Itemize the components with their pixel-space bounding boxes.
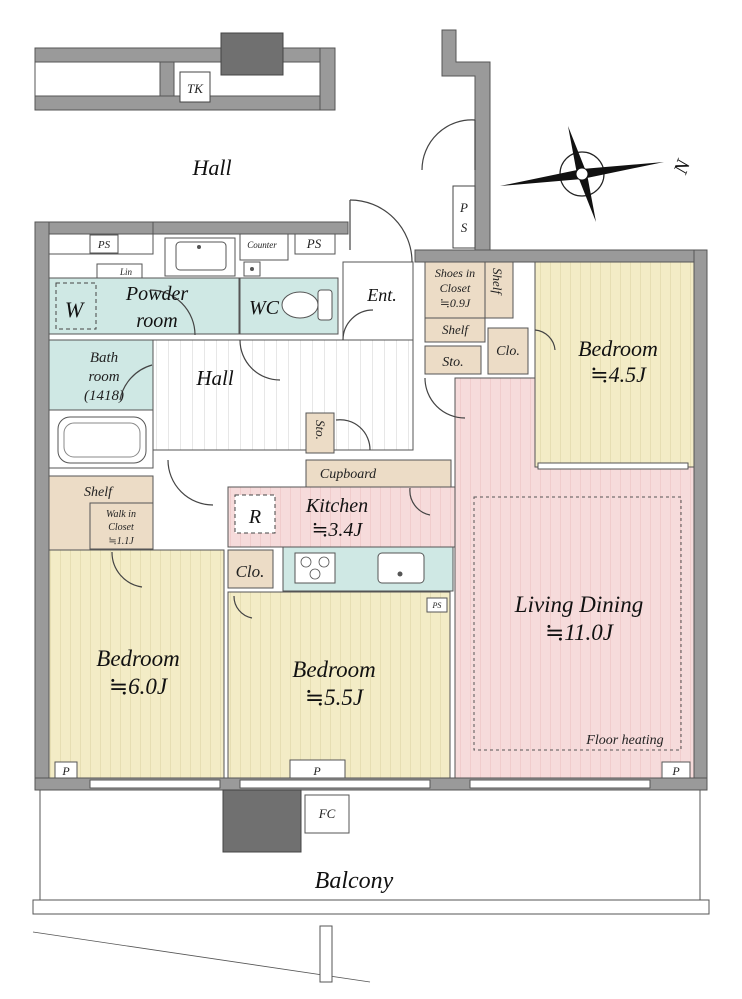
p-label-1: P bbox=[61, 764, 70, 778]
entrance-label: Ent. bbox=[366, 285, 397, 305]
toilet-icon bbox=[281, 291, 319, 319]
shelf-vertical-label: Shelf bbox=[490, 268, 505, 296]
bedroom-northeast bbox=[534, 261, 695, 468]
shelf-small-label: Shelf bbox=[442, 322, 470, 337]
living-dining-name: Living Dining bbox=[514, 592, 643, 617]
living-dining bbox=[454, 377, 695, 779]
storage-b-label: Sto. bbox=[313, 420, 328, 440]
walk-in-closet bbox=[89, 502, 154, 550]
shelf-vertical bbox=[484, 261, 514, 319]
windows bbox=[89, 462, 689, 789]
bedroom-west bbox=[48, 549, 225, 779]
refrigerator-space bbox=[234, 494, 276, 534]
common-hall-label: Hall bbox=[191, 155, 231, 180]
p-box-1 bbox=[54, 761, 78, 779]
kitchen-label: Kitchen bbox=[305, 495, 368, 517]
balcony-column bbox=[222, 789, 302, 853]
bathtub-icon bbox=[57, 416, 147, 464]
closet-center bbox=[227, 549, 274, 589]
counter-box bbox=[239, 233, 289, 261]
shaft-block bbox=[220, 32, 284, 76]
lin-label: Lin bbox=[119, 267, 133, 277]
closet-center-label: Clo. bbox=[236, 562, 265, 581]
ps-b-label: PS bbox=[306, 236, 322, 251]
p-label-2: P bbox=[312, 764, 321, 778]
stove-icon bbox=[294, 552, 336, 584]
walk-in-closet-label-2: Closet bbox=[108, 522, 134, 533]
p-box-2 bbox=[289, 759, 346, 779]
shelf-west-label: Shelf bbox=[84, 485, 114, 500]
shoes-closet-label-1: Shoes in bbox=[435, 266, 475, 280]
bathroom-label-1: Bath bbox=[90, 350, 118, 366]
tk-label: TK bbox=[187, 81, 204, 96]
bathroom-label-2: room bbox=[88, 369, 119, 385]
closet-ne-label: Clo. bbox=[496, 344, 520, 359]
bedroom-ne-name: Bedroom bbox=[578, 336, 658, 361]
storage-b bbox=[305, 412, 335, 454]
counter-label: Counter bbox=[247, 240, 277, 250]
bedroom-west-size: ≒6.0J bbox=[109, 674, 169, 699]
kitchen-size: ≒3.4J bbox=[312, 519, 364, 541]
living-dining-size: ≒11.0J bbox=[545, 620, 615, 645]
powder-room bbox=[48, 277, 240, 335]
sink-icon bbox=[377, 552, 425, 584]
p-label-3: P bbox=[671, 764, 680, 778]
washbasin-icon bbox=[175, 241, 227, 271]
ps-box-a bbox=[89, 234, 119, 254]
bedroom-ne-size: ≒4.5J bbox=[590, 362, 647, 387]
balcony bbox=[32, 789, 710, 983]
svg-text:S: S bbox=[461, 220, 468, 235]
closet-bedroom-ne bbox=[487, 327, 529, 375]
storage-a bbox=[424, 345, 482, 375]
shoes-closet-size: ≒0.9J bbox=[440, 296, 471, 310]
entrance bbox=[342, 261, 414, 341]
door-swings bbox=[111, 199, 556, 619]
bedroom-center bbox=[227, 591, 451, 779]
powder-room-label-2: room bbox=[136, 310, 177, 332]
washer-space bbox=[55, 282, 97, 330]
floor-heating-label: Floor heating bbox=[585, 733, 663, 748]
balcony-label: Balcony bbox=[315, 868, 394, 894]
walk-in-closet-label-1: Walk in bbox=[106, 509, 136, 520]
inner-hall bbox=[152, 339, 414, 451]
linen-box bbox=[96, 263, 143, 279]
shoes-closet-label-2: Closet bbox=[440, 281, 471, 295]
shelf-small bbox=[424, 317, 486, 343]
bedroom-center-size: ≒5.5J bbox=[305, 685, 365, 710]
bedroom-center-name: Bedroom bbox=[292, 657, 375, 682]
ps-box-b bbox=[294, 233, 336, 255]
ps-shaft-top bbox=[452, 185, 476, 249]
storage-a-label: Sto. bbox=[442, 355, 463, 370]
powder-room-label-1: Powder bbox=[125, 283, 188, 305]
cupboard bbox=[305, 459, 452, 488]
cupboard-label: Cupboard bbox=[320, 467, 377, 482]
washer-label: W bbox=[65, 297, 85, 322]
ps-a-label: PS bbox=[97, 239, 111, 251]
floor-heating-area bbox=[473, 496, 682, 751]
p-box-3 bbox=[661, 761, 691, 779]
wc-label: WC bbox=[249, 297, 280, 319]
bathroom bbox=[48, 339, 154, 411]
svg-text:P: P bbox=[459, 200, 468, 215]
fc-box bbox=[304, 794, 350, 834]
common-hall-area: TK Hall P S bbox=[34, 29, 491, 251]
inner-hall-label: Hall bbox=[195, 366, 234, 390]
bedroom-west-name: Bedroom bbox=[96, 646, 179, 671]
ps-box-small bbox=[426, 597, 448, 613]
fc-label: FC bbox=[318, 806, 336, 821]
ps-small-label: PS bbox=[432, 601, 442, 610]
bathroom-label-3: (1418) bbox=[84, 388, 124, 404]
north-label: N bbox=[669, 155, 695, 178]
refrigerator-label: R bbox=[248, 506, 261, 528]
walk-in-closet-size: ≒1.1J bbox=[108, 536, 134, 547]
compass-icon: N bbox=[500, 126, 696, 222]
tk-box bbox=[179, 71, 211, 103]
